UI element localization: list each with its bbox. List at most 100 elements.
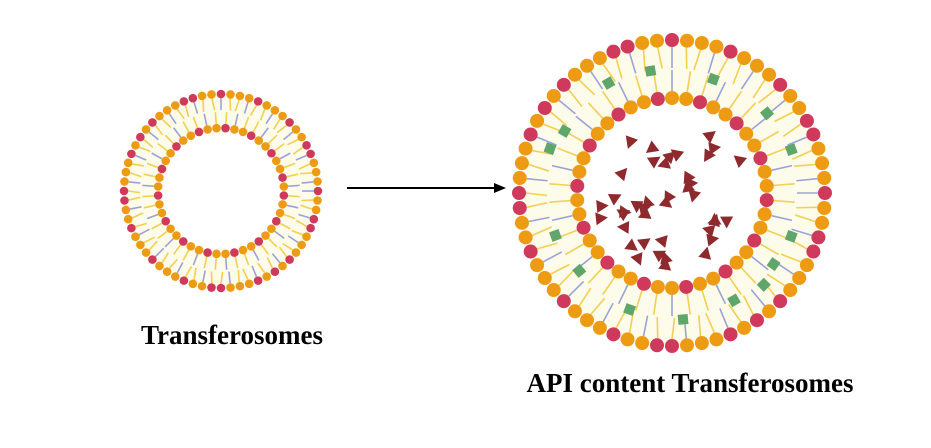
lipid-tail xyxy=(536,242,558,250)
lipid-tail xyxy=(143,236,155,244)
lipid-head xyxy=(514,156,529,171)
lipid-tail xyxy=(146,162,159,169)
drug-triangle xyxy=(624,238,638,251)
lipid-tail xyxy=(283,162,296,169)
lipid-head xyxy=(121,167,131,177)
lipid-tail xyxy=(278,246,288,258)
lipid-tail xyxy=(129,206,142,210)
lipid-tail xyxy=(274,143,285,152)
lipid-tail xyxy=(298,213,310,219)
drug-square xyxy=(766,257,781,272)
lipid-head xyxy=(530,258,545,273)
lipid-tail xyxy=(202,100,205,112)
lipid-head xyxy=(302,140,311,150)
lipid-tail xyxy=(686,71,692,93)
drug-square xyxy=(549,229,562,242)
lipid-head xyxy=(706,271,721,286)
lipid-head xyxy=(155,173,164,182)
lipid-head xyxy=(694,35,709,50)
lipid-head xyxy=(153,191,163,200)
lipid-head xyxy=(166,148,175,158)
lipid-head xyxy=(723,327,738,342)
lipid-tail xyxy=(176,262,184,274)
lipid-tail xyxy=(300,172,312,175)
lipid-tail xyxy=(259,108,266,121)
lipid-tail xyxy=(719,308,729,329)
lipid-head xyxy=(131,232,140,242)
lipid-head xyxy=(739,126,754,141)
lipid-head xyxy=(512,171,527,186)
lipid-tail xyxy=(138,228,150,236)
lipid-tail xyxy=(766,273,786,287)
lipid-tail xyxy=(168,113,177,125)
lipid-tail xyxy=(773,183,795,187)
lipid-head xyxy=(153,182,163,191)
lipid-head xyxy=(600,116,615,131)
lipid-tail xyxy=(550,111,568,127)
lipid-head xyxy=(762,67,777,82)
lipid-head xyxy=(579,58,594,73)
drug-triangle xyxy=(706,233,720,247)
lipid-tail xyxy=(211,98,216,111)
lipid-tail xyxy=(750,289,766,307)
lipid-tail xyxy=(173,127,182,138)
lipid-head xyxy=(806,127,821,142)
lipid-head xyxy=(172,231,181,240)
lipid-tail xyxy=(151,222,163,230)
lipid-head xyxy=(162,267,172,276)
lipid-head xyxy=(518,141,533,156)
lipid-tail xyxy=(602,90,616,110)
lipid-head xyxy=(141,248,151,257)
lipid-head xyxy=(246,241,256,251)
lipid-head xyxy=(309,158,319,168)
lipid-head xyxy=(650,338,665,353)
drug-triangle xyxy=(698,246,712,260)
lipid-tail xyxy=(251,265,258,277)
lipid-head xyxy=(606,44,621,59)
lipid-tail xyxy=(286,173,299,178)
lipid-tail xyxy=(286,204,299,209)
drug-triangle xyxy=(607,193,622,206)
lipid-head xyxy=(570,178,585,193)
drug-triangle xyxy=(614,167,628,182)
lipid-head xyxy=(253,276,263,285)
lipid-head xyxy=(753,220,768,235)
lipid-tail xyxy=(143,173,156,178)
lipid-head xyxy=(221,249,230,259)
lipid-tail xyxy=(182,121,190,133)
lipid-head xyxy=(747,138,762,153)
lipid-head xyxy=(157,164,167,174)
lipid-tail xyxy=(283,131,294,141)
lipid-head xyxy=(313,177,322,186)
drug-square xyxy=(707,72,720,86)
lipid-head xyxy=(155,261,164,271)
drug-square xyxy=(784,229,798,243)
lipid-tail xyxy=(728,90,742,110)
drug-triangle xyxy=(630,252,643,266)
lipid-head xyxy=(762,304,777,319)
lipid-tail xyxy=(590,297,606,315)
lipid-head xyxy=(537,100,552,115)
lipid-tail xyxy=(146,213,159,220)
lipid-head xyxy=(792,100,807,115)
lipid-tail xyxy=(128,181,141,184)
lipid-head xyxy=(750,313,765,328)
lipid-head xyxy=(623,271,638,286)
lipid-tail xyxy=(184,105,190,118)
lipid-head xyxy=(170,101,180,110)
lipid-tail xyxy=(151,152,163,160)
lipid-head xyxy=(679,279,694,294)
lipid-head xyxy=(693,95,708,110)
lipid-head xyxy=(119,186,129,196)
lipid-head xyxy=(188,279,198,289)
lipid-tail xyxy=(634,75,643,96)
lipid-head xyxy=(212,123,221,133)
lipid-tail xyxy=(128,190,141,194)
lipid-head xyxy=(226,283,235,292)
lipid-head xyxy=(203,248,212,257)
lipid-head xyxy=(306,223,315,233)
lipid-tail xyxy=(143,138,154,148)
drug-triangle xyxy=(625,135,639,149)
lipid-tail xyxy=(164,238,174,248)
drug-square xyxy=(557,124,572,138)
